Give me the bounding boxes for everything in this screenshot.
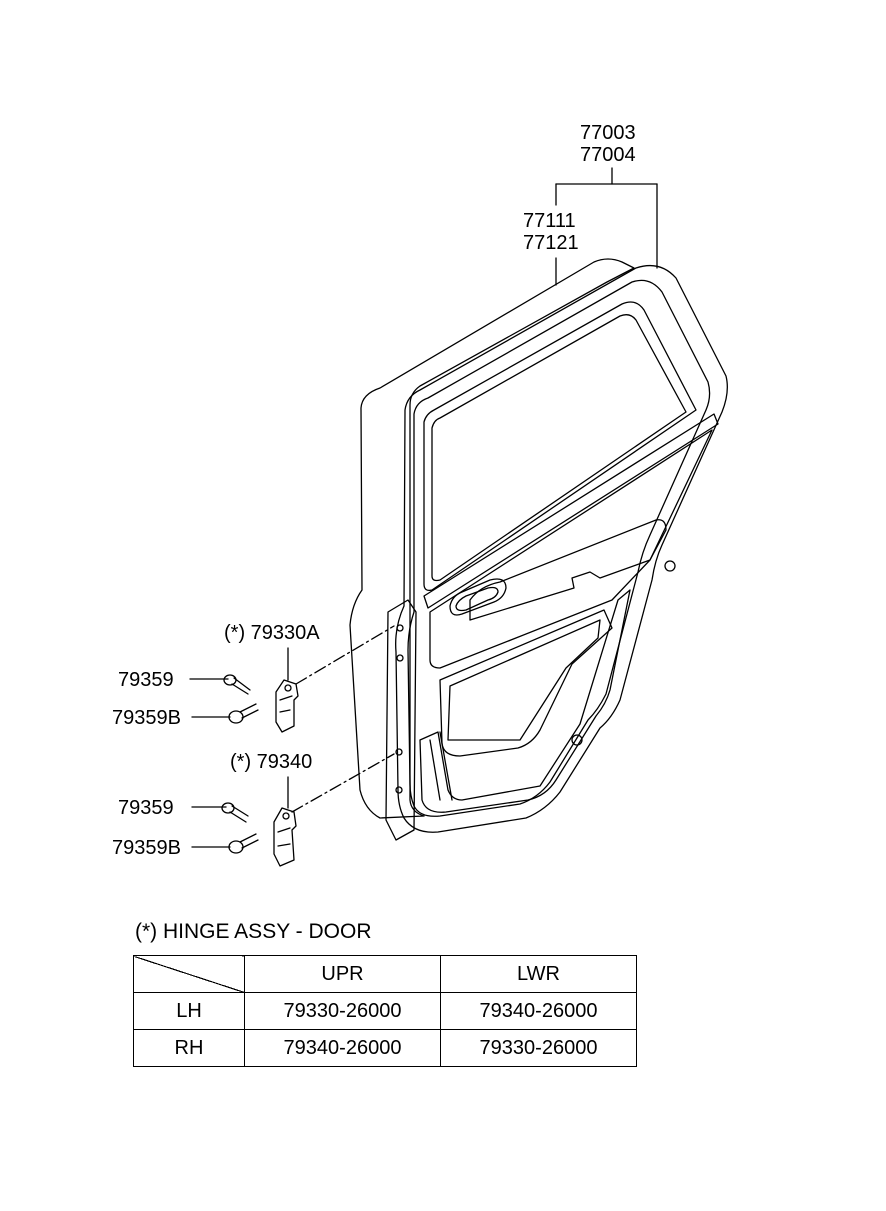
leader-bracket-door-assy [555, 167, 658, 269]
table-corner-cell [133, 955, 245, 993]
lower-edge-line [429, 731, 453, 801]
bolt-upper-79359b [228, 703, 259, 724]
trim-upper [429, 429, 713, 669]
window-opening [423, 301, 697, 592]
belt-line [423, 413, 719, 609]
trim-lower-pocket [439, 609, 613, 757]
callout-upper-bolt-a: 79359 [118, 669, 174, 691]
hinge-hole-1 [396, 624, 404, 632]
hinge-hole-2 [396, 654, 404, 662]
callout-door-assy-rh: 77004 [580, 144, 636, 166]
hinge-plate [385, 599, 417, 841]
door-frame-outer [395, 264, 728, 833]
table-cell-upr: 79330-26000 [244, 992, 441, 1030]
armrest [469, 519, 667, 621]
callout-door-assy-lh: 77003 [580, 122, 636, 144]
table-cell-side: RH [133, 1029, 245, 1067]
bolt-upper-79359 [223, 674, 251, 695]
hinge-part-table: UPR LWR LH 79330-26000 79340-26000 RH 79… [133, 955, 637, 1067]
window-opening-inner [431, 314, 687, 582]
panel-hole-2 [571, 734, 583, 746]
callout-panel-rh: 77121 [523, 232, 579, 254]
hinge-hole-3 [395, 748, 403, 756]
callout-lower-bolt-b: 79359B [112, 837, 181, 859]
hinge-assy-note: (*) HINGE ASSY - DOOR [135, 920, 372, 943]
table-cell-lwr: 79330-26000 [440, 1029, 637, 1067]
callout-lower-hinge: (*) 79340 [230, 751, 313, 773]
bolt-lower-79359 [221, 802, 249, 823]
door-handle [455, 586, 499, 612]
callout-upper-hinge: (*) 79330A [224, 622, 320, 644]
table-row: RH 79340-26000 79330-26000 [133, 1029, 637, 1067]
trim-lower-inner [447, 619, 601, 741]
table-cell-side: LH [133, 992, 245, 1030]
table-header-row: UPR LWR [133, 955, 637, 993]
door-frame-inner [407, 279, 711, 817]
callout-upper-bolt-b: 79359B [112, 707, 181, 729]
panel-hole-1 [664, 560, 676, 572]
bolt-lower-79359b [228, 833, 259, 854]
door-outer-panel [349, 258, 635, 819]
table-header-lwr: LWR [440, 955, 637, 993]
callout-panel-lh: 77111 [523, 210, 576, 232]
lower-panel [419, 589, 631, 813]
lower-hinge [273, 807, 297, 867]
table-row: LH 79330-26000 79340-26000 [133, 992, 637, 1030]
table-cell-upr: 79340-26000 [244, 1029, 441, 1067]
table-header-upr: UPR [244, 955, 441, 993]
upper-hinge [275, 679, 299, 733]
hinge-projection-lines [291, 625, 395, 813]
hinge-hole-4 [395, 786, 403, 794]
table-cell-lwr: 79340-26000 [440, 992, 637, 1030]
callout-lower-bolt-a: 79359 [118, 797, 174, 819]
callout-leaders [189, 647, 289, 848]
door-handle-recess [449, 578, 507, 616]
